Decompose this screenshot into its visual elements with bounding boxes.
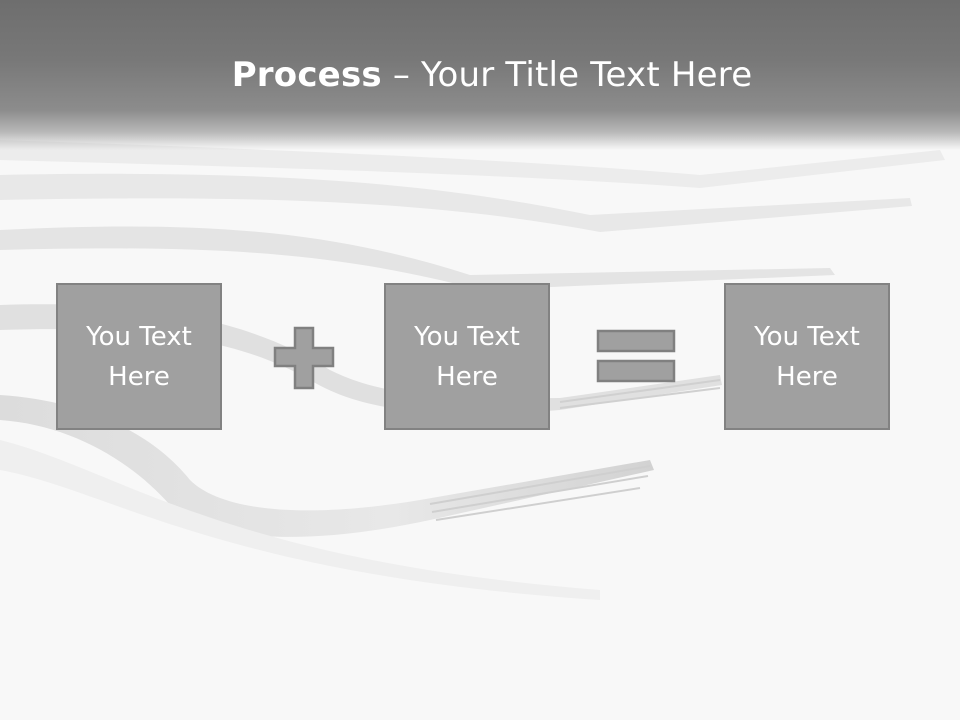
slide-title[interactable]: Process – Your Title Text Here (0, 50, 960, 100)
title-bold-text: Process (231, 55, 382, 95)
plus-icon (273, 326, 335, 390)
process-box-1-text: You Text Here (86, 321, 192, 392)
process-box-3[interactable]: You Text Here (724, 283, 890, 430)
process-box-3-text: You Text Here (754, 321, 860, 392)
title-rest-text: – Your Title Text Here (381, 55, 753, 95)
process-box-1[interactable]: You Text Here (56, 283, 222, 430)
equals-icon (596, 329, 676, 383)
process-box-2[interactable]: You Text Here (384, 283, 550, 430)
process-box-2-text: You Text Here (414, 321, 520, 392)
header-band (0, 0, 960, 150)
